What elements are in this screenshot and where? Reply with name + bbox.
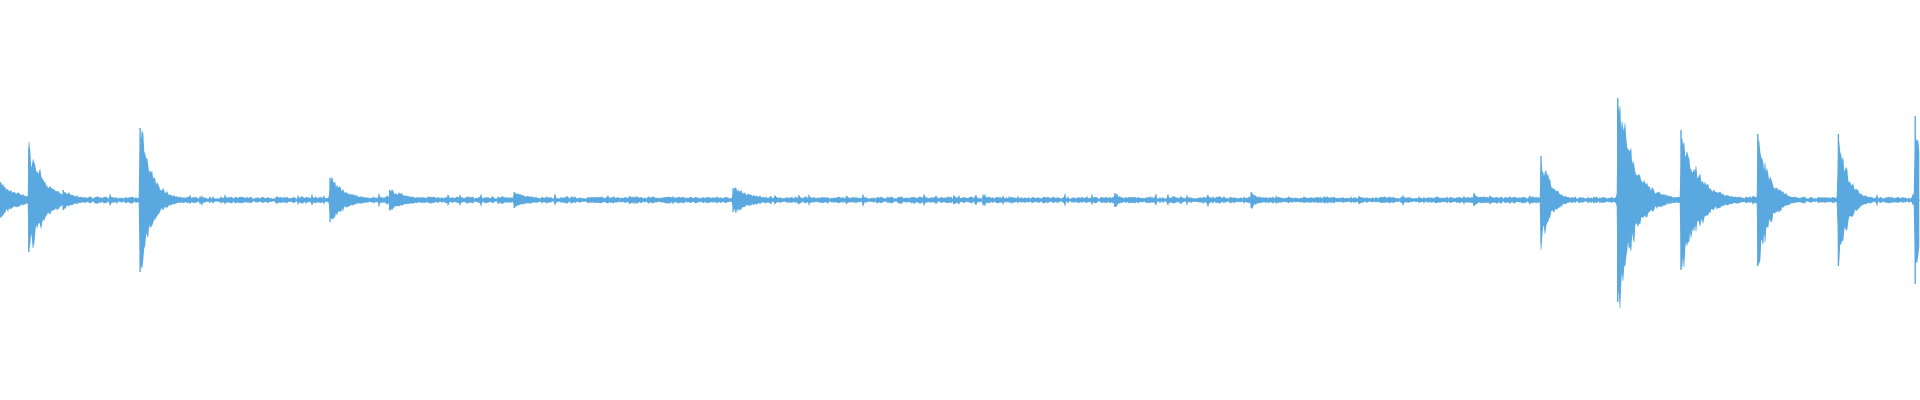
waveform-envelope xyxy=(0,103,1920,309)
transient-group xyxy=(0,98,1916,302)
